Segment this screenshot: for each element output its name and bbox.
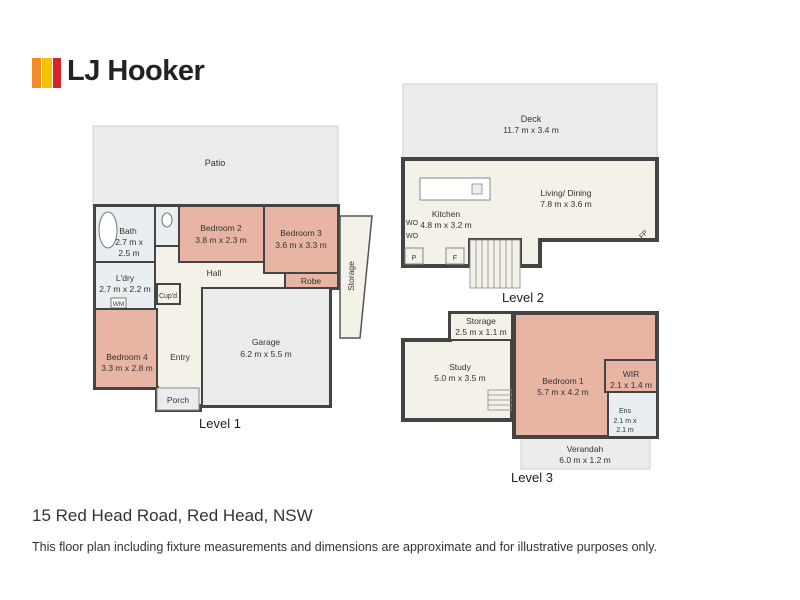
washing-machine-label: WM [113, 301, 125, 308]
storage-side-label: Storage [346, 261, 356, 291]
bedroom-1-dims: 5.7 m x 4.2 m [537, 387, 589, 397]
wall-oven-2: WO [406, 233, 419, 240]
bedroom-3-label: Bedroom 3 [280, 228, 322, 238]
verandah-dims: 6.0 m x 1.2 m [559, 455, 611, 465]
ens-dims-1: 2.1 m x [614, 418, 637, 425]
laundry-dims: 2.7 m x 2.2 m [99, 284, 151, 294]
robe-label: Robe [301, 276, 322, 286]
bedroom-3 [263, 205, 339, 274]
porch [156, 387, 200, 411]
kitchen-dims: 4.8 m x 3.2 m [420, 220, 472, 230]
study-dims: 5.0 m x 3.5 m [434, 373, 486, 383]
verandah-area [520, 436, 651, 470]
storage-upper-dims: 2.5 m x 1.1 m [455, 327, 507, 337]
bedroom-2 [178, 205, 265, 263]
logo-bar-red [53, 58, 61, 88]
ensuite [607, 391, 658, 438]
level2-stairs [469, 239, 521, 289]
bedroom-1-label: Bedroom 1 [542, 376, 584, 386]
bath-label: Bath [119, 226, 137, 236]
patio-label: Patio [205, 158, 226, 168]
verandah-label: Verandah [567, 444, 604, 454]
wir-label: WIR [623, 369, 640, 379]
ens-label: Ens [619, 408, 632, 415]
brand-name: LJ Hooker [67, 55, 205, 87]
living-dims: 7.8 m x 3.6 m [540, 199, 592, 209]
porch-label: Porch [167, 395, 189, 405]
bedroom-3-dims: 3.6 m x 3.3 m [275, 240, 327, 250]
level-3-label: Level 3 [511, 470, 553, 485]
disclaimer-text: This floor plan including fixture measur… [32, 540, 658, 554]
bedroom-4-dims: 3.3 m x 2.8 m [101, 363, 153, 373]
kitchen-island [419, 177, 491, 201]
storage-upper-label: Storage [466, 316, 496, 326]
cupboard-label: Cup'd [159, 293, 177, 300]
level-1-label: Level 1 [199, 416, 241, 431]
fridge [445, 247, 465, 265]
walk-in-robe [604, 359, 658, 393]
logo-bar-yellow [42, 58, 52, 88]
bedroom-2-dims: 3.8 m x 2.3 m [195, 235, 247, 245]
toilet-icon [161, 212, 173, 228]
logo-bar-orange [32, 58, 41, 88]
kitchen-label: Kitchen [432, 209, 461, 219]
pantry-label: P [412, 255, 417, 262]
storage-upper [449, 312, 513, 341]
deck-label: Deck [521, 114, 542, 124]
garage [201, 287, 331, 407]
bedroom-4 [94, 308, 158, 389]
level-2-label: Level 2 [502, 290, 544, 305]
storage-side [339, 215, 373, 339]
fireplace-label: FP [638, 229, 650, 241]
deck-area [402, 83, 658, 160]
laundry-label: L'dry [116, 273, 135, 283]
living-label: Living/ Dining [540, 188, 591, 198]
patio-area [92, 125, 339, 207]
bedroom-4-label: Bedroom 4 [106, 352, 148, 362]
fridge-label: F [453, 255, 457, 262]
cupboard [156, 283, 181, 305]
ens-dims-2: 2.1 m [616, 427, 634, 434]
property-address: 15 Red Head Road, Red Head, NSW [32, 506, 313, 525]
bath-dims-2: 2.5 m [118, 248, 139, 258]
garage-dims: 6.2 m x 5.5 m [240, 349, 292, 359]
hall-label: Hall [207, 268, 222, 278]
kitchen-sink [471, 183, 483, 195]
wir-dims: 2.1 x 1.4 m [610, 380, 652, 390]
study-label: Study [449, 362, 471, 372]
bath-dims-1: 2.7 m x [115, 237, 144, 247]
garage-label: Garage [252, 337, 281, 347]
bedroom-2-label: Bedroom 2 [200, 223, 242, 233]
bathtub [98, 211, 118, 249]
pantry [404, 247, 424, 265]
deck-dims: 11.7 m x 3.4 m [503, 125, 559, 135]
entry-label: Entry [170, 352, 191, 362]
wall-oven-1: WO [406, 220, 419, 227]
